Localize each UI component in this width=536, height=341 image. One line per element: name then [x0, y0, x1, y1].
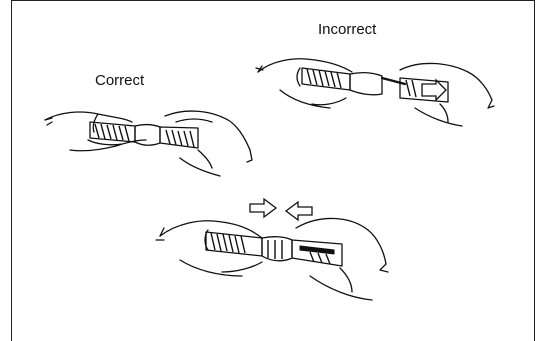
push-connector-left — [206, 232, 262, 256]
incorrect-gap-arrow-icon — [422, 80, 446, 100]
correct-mating-joint — [135, 125, 160, 146]
correct-left-hand — [45, 112, 146, 151]
push-connector-right — [292, 240, 342, 266]
push-left-hand — [160, 221, 262, 276]
correct-right-hand — [165, 111, 250, 176]
arrow-right-icon — [250, 199, 276, 217]
push-right-cable — [380, 264, 388, 272]
push-mating-joint — [262, 237, 292, 261]
arrow-left-icon — [286, 202, 312, 220]
correct-connector-right — [160, 127, 198, 148]
figure-incorrect — [256, 59, 494, 126]
figure-correct — [45, 111, 252, 176]
incorrect-gap-line — [382, 78, 405, 84]
correct-connector-left — [90, 122, 135, 142]
incorrect-connector-left — [302, 68, 350, 90]
figure-push-together — [156, 199, 388, 300]
correct-right-cable — [247, 150, 252, 162]
incorrect-right-cable — [488, 100, 494, 108]
incorrect-mating-joint — [350, 73, 382, 95]
incorrect-left-hand — [258, 59, 352, 108]
incorrect-connector-right — [400, 78, 448, 102]
correct-left-cable — [45, 118, 52, 125]
push-right-hand — [296, 218, 386, 300]
incorrect-right-hand — [400, 63, 492, 126]
